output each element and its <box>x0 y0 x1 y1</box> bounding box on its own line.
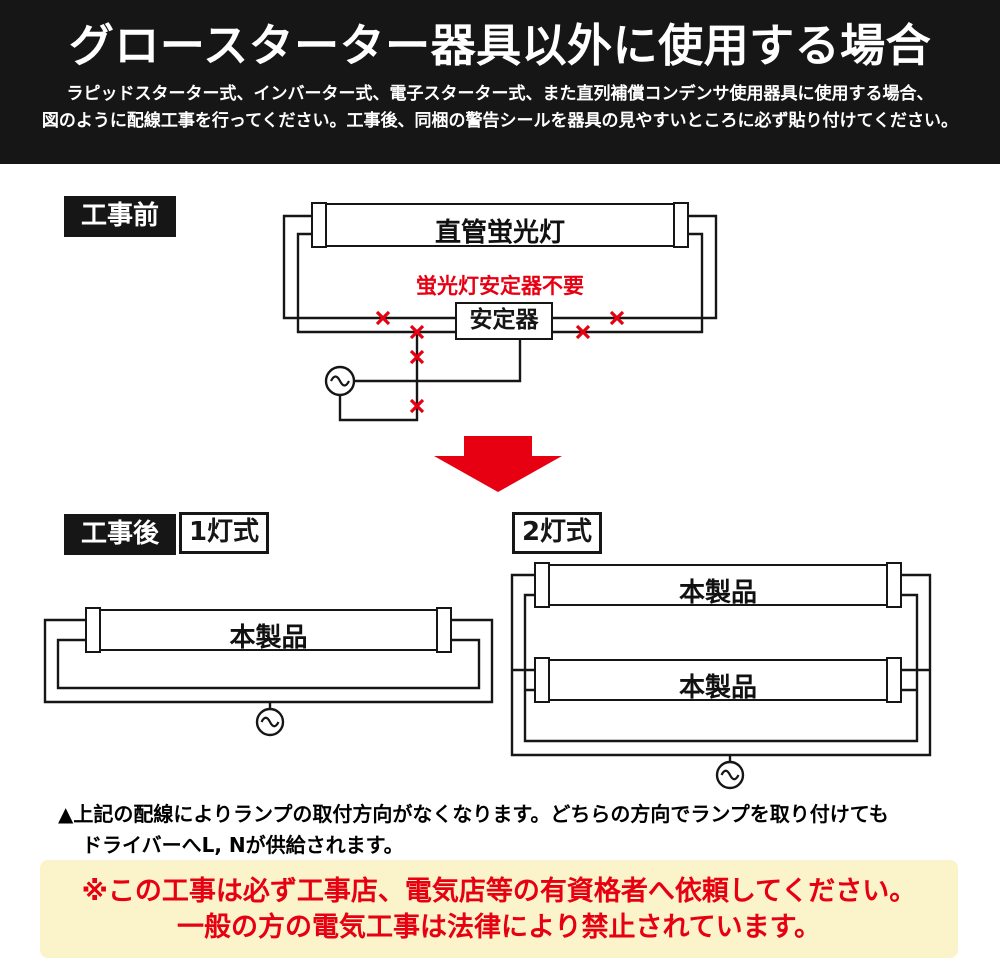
wiring-note: ▲上記の配線によりランプの取付方向がなくなります。どちらの方向でランプを取り付け… <box>58 799 968 861</box>
wire-cut-x-icon <box>609 310 625 326</box>
wire <box>43 618 494 704</box>
ac-power-icon <box>255 707 285 737</box>
one-lamp-wiring-diagram <box>43 607 494 737</box>
led-tube-shape <box>534 562 902 703</box>
wiring-note-line1: ▲上記の配線によりランプの取付方向がなくなります。どちらの方向でランプを取り付け… <box>58 802 889 826</box>
wire <box>510 573 932 757</box>
after-step-label: 工事後 <box>64 514 176 555</box>
ballast-box-label: 安定器 <box>455 302 553 340</box>
fluorescent-tube-label: 直管蛍光灯 <box>434 218 565 248</box>
wire <box>56 638 481 690</box>
wire-cut-x-icons <box>375 310 625 414</box>
wire <box>296 232 455 334</box>
led-tube-shape <box>85 607 452 653</box>
wire <box>282 214 455 320</box>
caution-box: ※この工事は必ず工事店、電気店等の有資格者へ依頼してください。 一般の方の電気工… <box>40 860 958 958</box>
wire-cut-x-icon <box>409 324 425 340</box>
wire <box>338 332 419 422</box>
wiring-note-line2: ドライバーへL, Nが供給されます。 <box>82 833 404 857</box>
wire <box>523 593 919 743</box>
header-subtitle-line1: ラピッドスターター式、インバーター式、電子スターター式、また直列補償コンデンサ使… <box>66 83 934 104</box>
caution-line2: 一般の方の電気工事は法律により禁止されています。 <box>177 911 821 943</box>
wire-cut-x-icon <box>575 324 591 340</box>
wire <box>553 214 718 320</box>
two-lamp-product-label-bottom: 本製品 <box>678 673 757 703</box>
ac-power-icon <box>715 760 745 790</box>
before-step-label: 工事前 <box>64 196 176 237</box>
two-lamp-product-label-top: 本製品 <box>678 578 757 608</box>
down-arrow-icon <box>434 436 562 492</box>
one-lamp-type-label: 1灯式 <box>179 512 269 554</box>
wire <box>553 232 704 334</box>
wire <box>512 668 930 692</box>
header-subtitle-line2: 図のように配線工事を行ってください。工事後、同梱の警告シールを器具の見やすいとこ… <box>41 111 959 132</box>
two-lamp-type-label: 2灯式 <box>512 512 602 554</box>
wire-cut-x-icon <box>409 349 425 365</box>
one-lamp-product-label: 本製品 <box>229 623 308 653</box>
caution-line1: ※この工事は必ず工事店、電気店等の有資格者へ依頼してください。 <box>81 876 917 907</box>
before-wiring-diagram <box>282 202 718 422</box>
two-lamp-wiring-diagram <box>510 562 932 790</box>
header-banner: グロースターター器具以外に使用する場合 ラピッドスターター式、インバーター式、電… <box>0 0 1000 164</box>
wire-cut-x-icon <box>375 310 391 326</box>
wire-cut-x-icon <box>409 398 425 414</box>
page-title: グロースターター器具以外に使用する場合 <box>68 19 932 72</box>
ac-power-icon <box>324 365 356 397</box>
wire <box>354 340 522 383</box>
fluorescent-tube-shape <box>311 202 689 248</box>
no-ballast-warning-text: 蛍光灯安定器不要 <box>416 274 584 298</box>
